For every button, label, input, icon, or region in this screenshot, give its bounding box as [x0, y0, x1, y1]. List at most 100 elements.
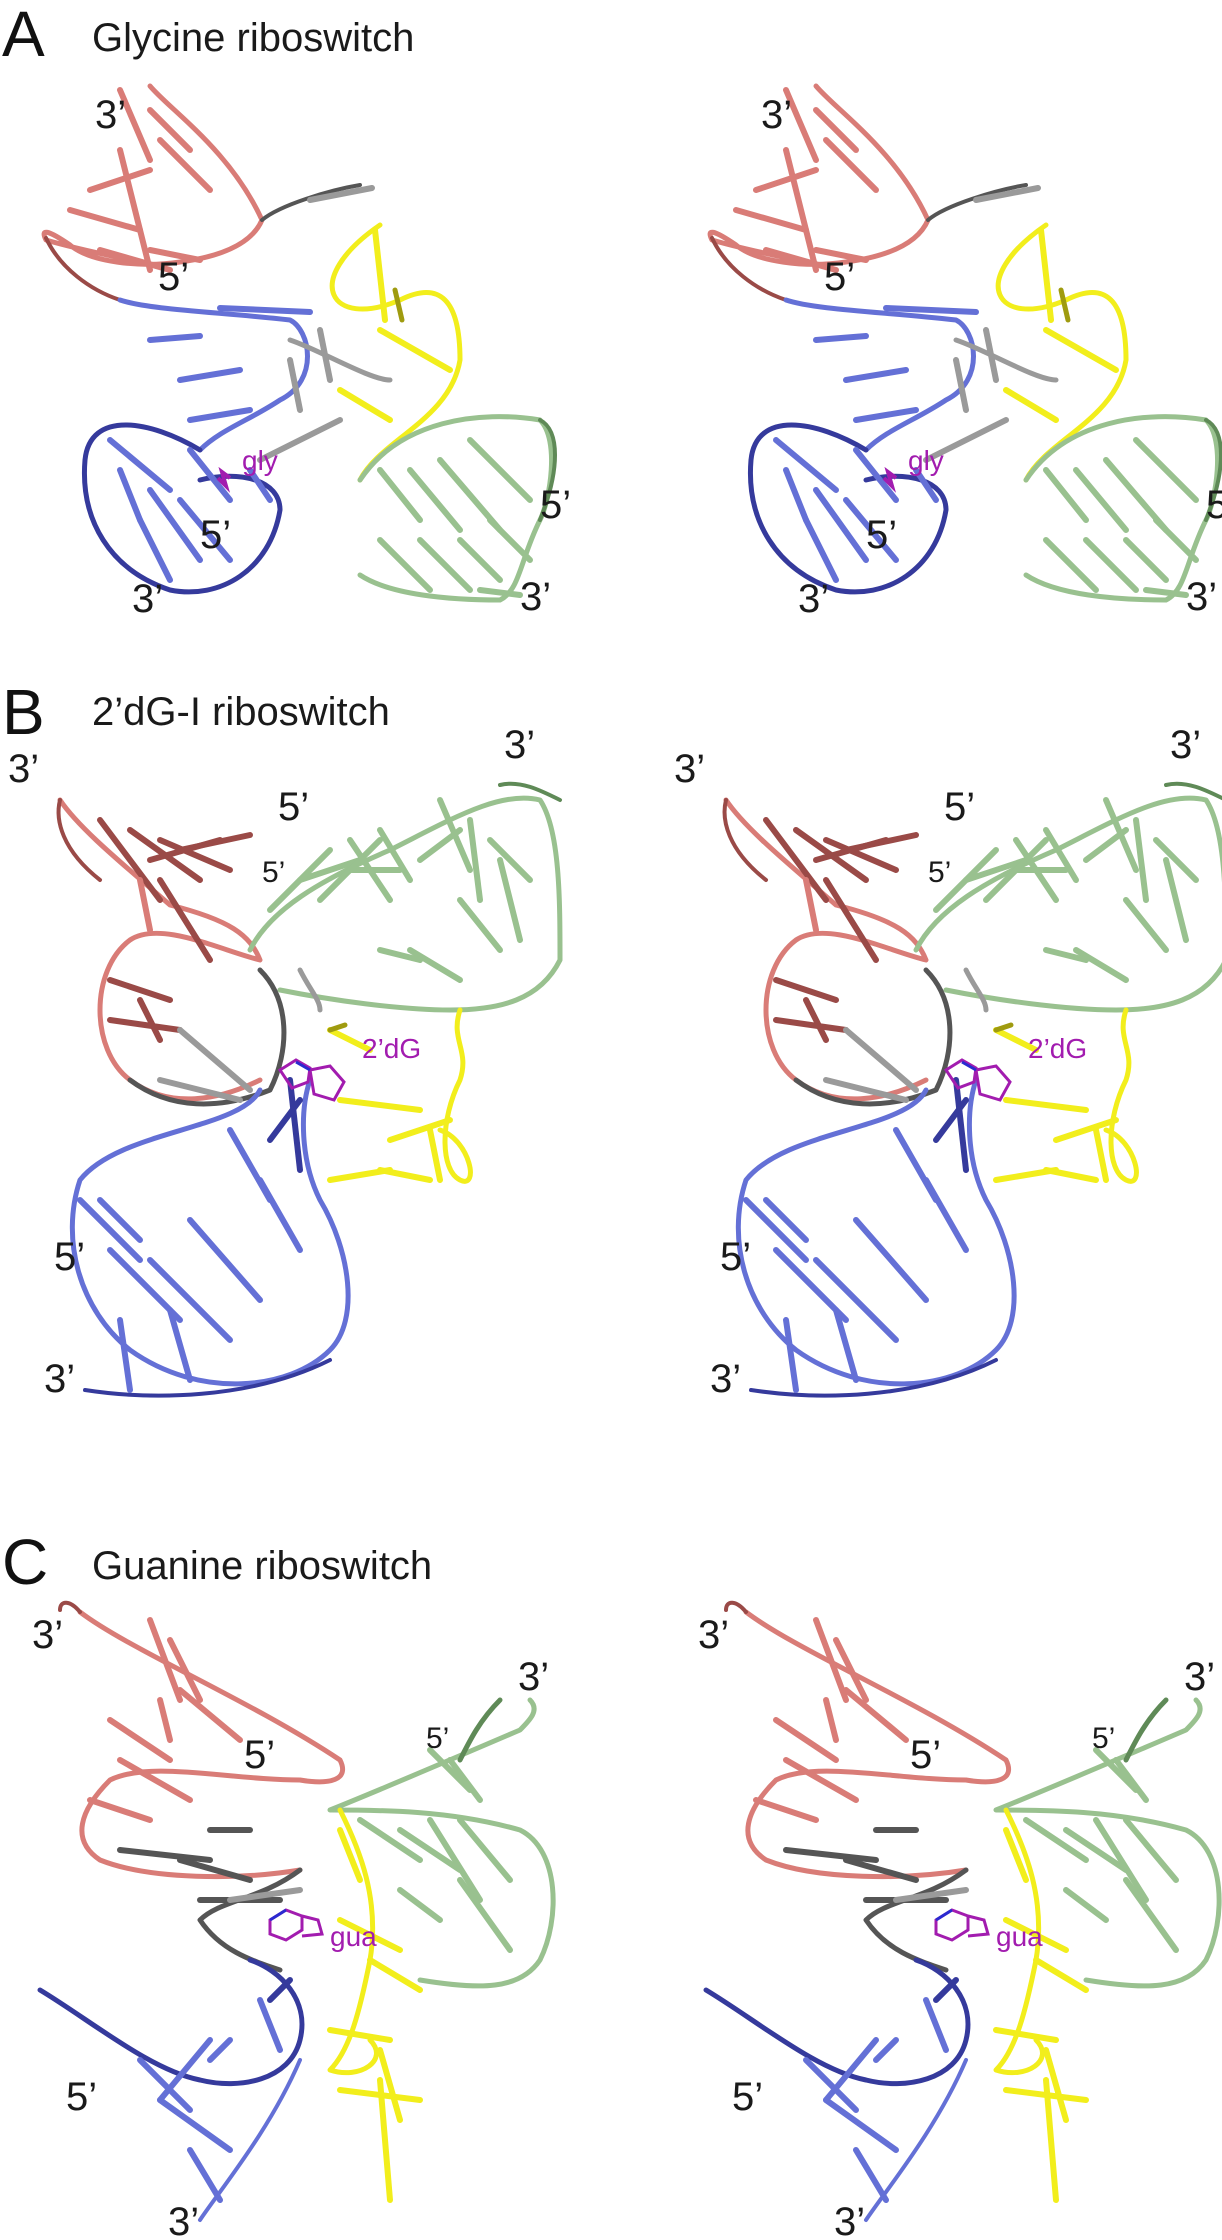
- backbone-ribbon: [77, 1609, 345, 1880]
- strand-end-label: 5’: [910, 1733, 941, 1777]
- strand-end-label: 5’: [262, 856, 285, 889]
- base-pair-stick: [307, 185, 375, 203]
- base-pair-stick: [783, 147, 819, 273]
- base-pair-stick: [853, 1217, 929, 1303]
- base-pair-stick: [117, 1317, 133, 1393]
- base-pair-stick: [297, 857, 363, 883]
- strand-end-label: 5’: [928, 856, 951, 889]
- base-pair-stick: [823, 1697, 839, 1743]
- backbone-ribbon: [735, 1077, 1017, 1387]
- base-pair-stick: [823, 2037, 879, 2103]
- backbone-ribbon: [127, 967, 287, 1107]
- backbone-ribbon: [117, 297, 310, 453]
- base-pair-stick: [853, 407, 919, 423]
- base-pair-stick: [347, 837, 393, 903]
- base-pair-stick: [923, 417, 1009, 463]
- base-pair-stick: [157, 877, 213, 963]
- backbone-ribbon: [329, 222, 463, 483]
- base-pair-stick: [317, 327, 333, 383]
- base-pair-stick: [187, 407, 253, 423]
- strand-end-label: 5’: [824, 255, 855, 299]
- base-pair-stick: [1038, 227, 1054, 323]
- base-pair-stick: [893, 1887, 969, 1903]
- backbone-ribbon: [83, 1358, 332, 1398]
- 2dg-ligand: [943, 1058, 1012, 1102]
- strand-end-label: 5’: [66, 2075, 97, 2119]
- base-pair-stick: [813, 333, 869, 343]
- base-pair-stick: [1003, 1097, 1089, 1113]
- base-pair-stick: [107, 1717, 173, 1763]
- ligand-label: gua: [996, 1921, 1043, 1952]
- base-pair-stick: [167, 1307, 193, 1383]
- base-pair-stick: [207, 2037, 233, 2063]
- backbone-ribbon: [1204, 418, 1222, 522]
- ligand-stick: [277, 1058, 346, 1102]
- base-pair-stick: [487, 837, 533, 883]
- base-pair-stick: [973, 185, 1041, 203]
- base-pair-stick: [1063, 1827, 1129, 1873]
- backbone-ribbon: [57, 797, 263, 1102]
- ligand-label: 2’dG: [1028, 1033, 1087, 1064]
- strand-end-label: 5’: [1092, 1722, 1115, 1755]
- base-pair-stick: [107, 1017, 183, 1033]
- base-pair-stick: [227, 1887, 303, 1903]
- backbone-ribbon: [498, 781, 562, 802]
- base-pair-stick: [803, 2057, 859, 2113]
- base-pair-stick: [813, 107, 859, 153]
- glycine-ligand: [216, 466, 232, 493]
- base-pair-stick: [97, 817, 163, 903]
- base-pair-stick: [843, 832, 919, 853]
- base-pair-stick: [1153, 837, 1199, 883]
- base-pair-stick: [147, 247, 203, 263]
- base-pair-stick: [177, 497, 233, 563]
- panel-title: Guanine riboswitch: [92, 1544, 433, 1588]
- left-stereo-view-b: 2’dG3’5’5’3’5’3’: [8, 723, 563, 1401]
- backbone-ribbon: [723, 797, 929, 1102]
- base-pair-stick: [457, 897, 503, 953]
- base-pair-stick: [137, 2057, 193, 2113]
- base-pair-stick: [377, 537, 433, 593]
- base-pair-stick: [187, 2147, 223, 2203]
- base-pair-stick: [993, 1027, 1039, 1053]
- base-pair-stick: [1143, 587, 1189, 598]
- strand-end-label: 3’: [761, 93, 792, 137]
- base-pair-stick: [377, 2077, 393, 2203]
- base-pair-stick: [853, 447, 899, 503]
- backbone-ribbon: [197, 1867, 303, 1973]
- backbone-ribbon: [58, 1600, 82, 1614]
- base-pair-stick: [117, 147, 153, 273]
- base-pair-stick: [337, 2087, 423, 2103]
- base-pair-stick: [953, 357, 969, 413]
- ligand-stick: [295, 1060, 311, 1072]
- base-pair-stick: [427, 1127, 443, 1183]
- base-pair-stick: [117, 87, 153, 163]
- base-pair-stick: [1113, 1757, 1149, 1803]
- base-pair-stick: [1163, 857, 1189, 943]
- backbone-ribbon: [749, 1358, 998, 1398]
- glycine-ligand: [882, 466, 898, 493]
- backbone-ribbon: [437, 1007, 473, 1184]
- base-pair-stick: [773, 1717, 839, 1763]
- base-pair-stick: [1133, 817, 1149, 903]
- base-pair-stick: [157, 1077, 243, 1103]
- backbone-ribbon: [722, 798, 768, 882]
- base-pair-stick: [327, 1022, 348, 1033]
- base-pair-stick: [147, 1257, 233, 1343]
- base-pair-stick: [337, 1097, 423, 1113]
- base-pair-stick: [367, 1957, 423, 1993]
- base-pair-stick: [377, 467, 423, 523]
- base-pair-stick: [953, 1077, 969, 1173]
- base-pair-stick: [247, 467, 273, 503]
- base-pair-stick: [337, 1917, 403, 1953]
- base-pair-stick: [107, 977, 173, 1003]
- strand-end-label: 3’: [698, 1613, 729, 1657]
- backbone-ribbon: [44, 236, 122, 302]
- base-pair-stick: [487, 517, 533, 563]
- base-pair-stick: [1123, 537, 1169, 583]
- base-pair-stick: [763, 1197, 809, 1243]
- base-pair-stick: [147, 487, 203, 563]
- strand-end-label: 3’: [8, 747, 39, 791]
- base-pair-stick: [157, 1697, 173, 1743]
